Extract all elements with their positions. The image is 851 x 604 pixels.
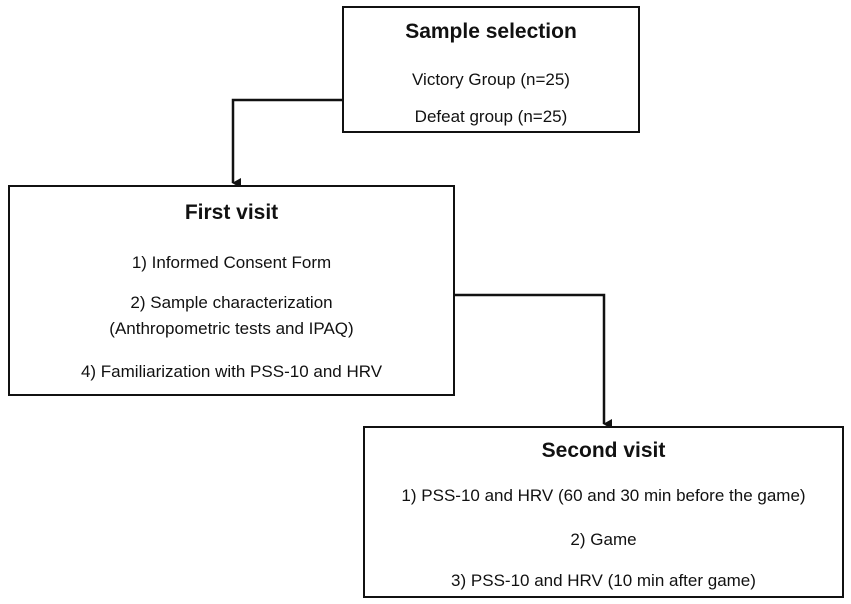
second-visit-title: Second visit — [541, 439, 666, 462]
sample-selection-title: Sample selection — [405, 20, 577, 43]
first-visit-step-2-detail: (Anthropometric tests and IPAQ) — [109, 319, 354, 338]
arrow-selection-to-first-visit — [231, 98, 342, 188]
first-visit-box: First visit 1) Informed Consent Form 2) … — [8, 185, 455, 396]
victory-group-text: Victory Group (n=25) — [412, 70, 570, 89]
second-visit-box: Second visit 1) PSS-10 and HRV (60 and 3… — [363, 426, 844, 598]
second-visit-step-2: 2) Game — [570, 530, 637, 549]
sample-selection-box: Sample selection Victory Group (n=25) De… — [342, 6, 640, 133]
first-visit-step-4: 4) Familiarization with PSS-10 and HRV — [80, 362, 383, 381]
first-visit-step-2: 2) Sample characterization — [130, 293, 333, 312]
second-visit-step-1: 1) PSS-10 and HRV (60 and 30 min before … — [401, 486, 806, 505]
first-visit-title: First visit — [184, 201, 279, 224]
first-visit-step-1: 1) Informed Consent Form — [131, 253, 332, 272]
defeat-group-text: Defeat group (n=25) — [414, 107, 568, 126]
arrow-first-to-second-visit — [455, 293, 612, 429]
second-visit-step-3: 3) PSS-10 and HRV (10 min after game) — [451, 571, 756, 590]
